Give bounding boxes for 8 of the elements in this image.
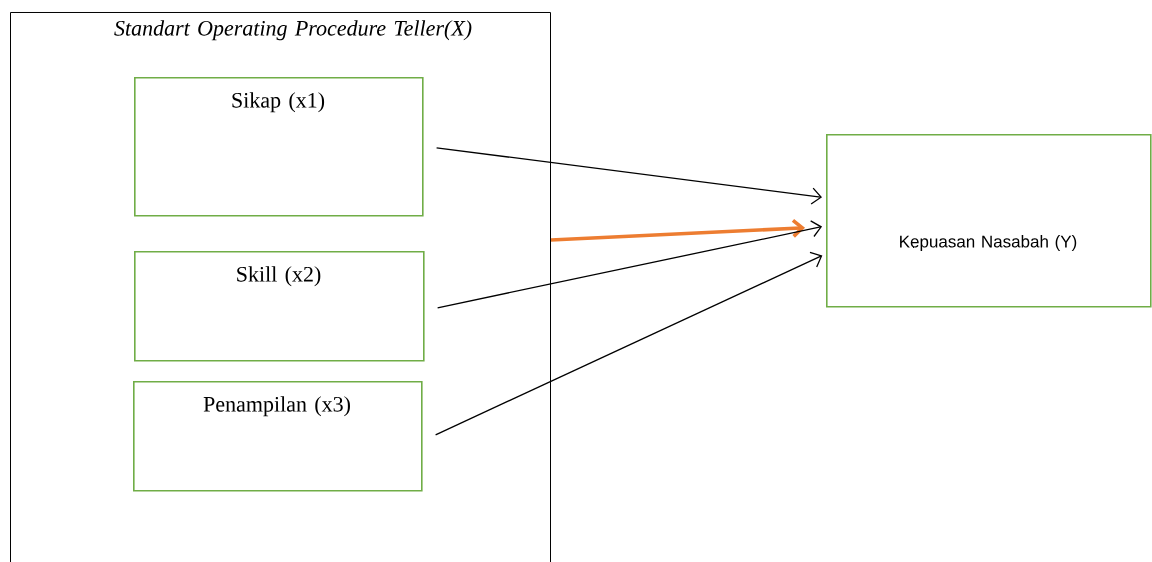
arrow bbox=[434, 251, 823, 436]
variable-box: Skill (x2) bbox=[134, 251, 425, 362]
variable-box: Penampilan (x3) bbox=[133, 381, 423, 492]
arrow bbox=[435, 147, 823, 205]
outcome-box: Kepuasan Nasabah (Y) bbox=[826, 134, 1152, 308]
arrow bbox=[436, 220, 823, 309]
variable-box: Sikap (x1) bbox=[134, 77, 424, 217]
arrow bbox=[550, 218, 806, 242]
